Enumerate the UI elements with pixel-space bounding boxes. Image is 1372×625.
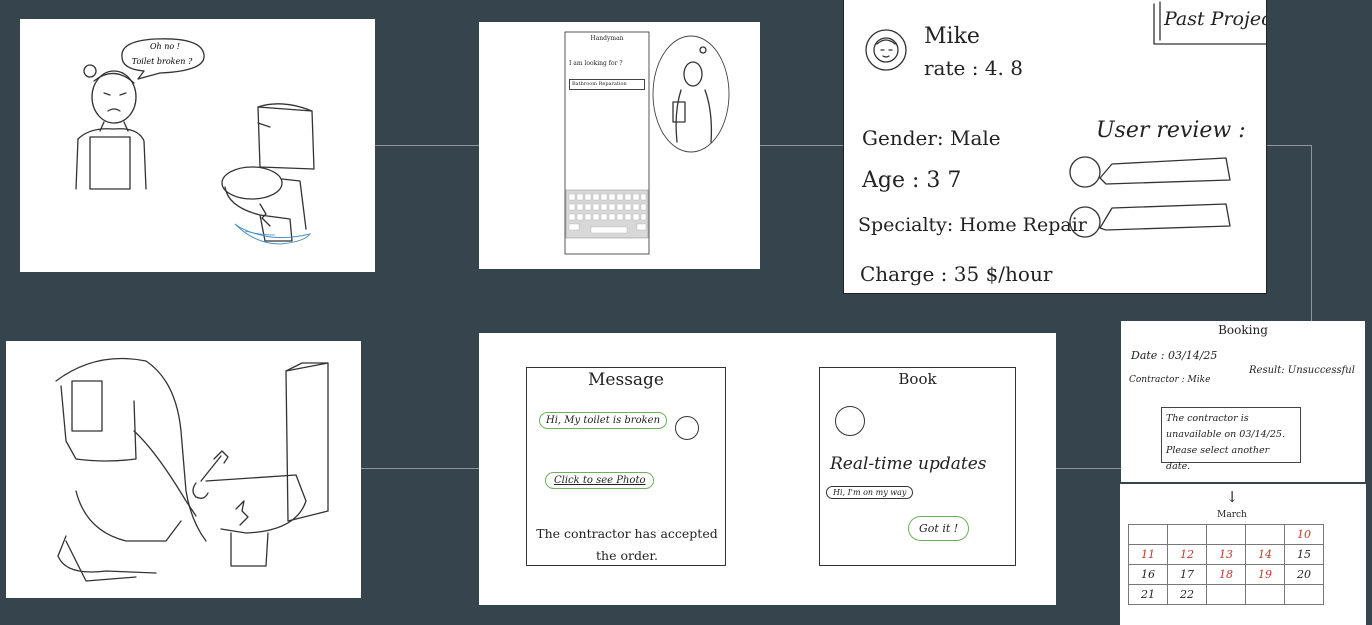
calendar-day-cell: [1167, 524, 1207, 545]
calendar-day-cell[interactable]: 14: [1245, 544, 1285, 565]
search-input[interactable]: Bathroom Reparation: [569, 79, 645, 90]
calendar-day-cell[interactable]: 13: [1206, 544, 1246, 565]
calendar-day-cell[interactable]: 21: [1128, 584, 1168, 605]
book-title: Book: [898, 370, 937, 388]
search-prompt: I am looking for ?: [569, 60, 623, 67]
app-title: Handyman: [590, 35, 624, 42]
storyboard-panel-repair: [6, 341, 361, 598]
connector-3-booking-h: [1266, 145, 1312, 146]
woman-toilet-sketch: Oh no ! Toilet broken ?: [75, 38, 315, 245]
past-projects-button[interactable]: Past Projects: [1164, 8, 1266, 30]
storyboard-panel-search: Handyman I am looking for ? Bathroom Rep…: [479, 22, 760, 269]
order-accepted-status: The contractor has accepted the order.: [536, 526, 718, 563]
storyboard-panel-communication: Message Hi, My toilet is broken Click to…: [479, 333, 1056, 605]
calendar-week-row: 10: [1128, 524, 1324, 545]
calendar-day-cell: [1245, 584, 1285, 605]
booking-title: Booking: [1218, 323, 1268, 337]
connector-2-3: [760, 145, 844, 146]
storyboard-panel-booking: Booking Date : 03/14/25 Contractor : Mik…: [1121, 321, 1365, 482]
calendar-day-cell[interactable]: 11: [1128, 544, 1168, 565]
storyboard-panel-profile: Past Projects Mike rate : 4. 8 Gender: M…: [843, 0, 1267, 294]
profile-sketch: [865, 1, 1266, 238]
contractor-charge: Charge : 35 $/hour: [860, 262, 1053, 286]
calendar-day-cell[interactable]: 18: [1206, 564, 1246, 585]
got-it-bubble: Got it !: [908, 516, 970, 541]
booking-date: Date : 03/14/25: [1131, 349, 1218, 362]
contractor-on-the-way-bubble: Hi, I'm on my way: [826, 486, 914, 499]
plumber-repair-sketch: [55, 357, 329, 582]
message-bubble-broken: Hi, My toilet is broken: [539, 412, 668, 429]
calendar-day-cell[interactable]: 12: [1167, 544, 1207, 565]
contractor-face-icon: [835, 406, 865, 436]
booking-unavailable-notice: The contractor is unavailable on 03/14/2…: [1161, 407, 1301, 472]
down-arrow-icon: ↓: [1225, 488, 1239, 506]
message-screen: Message Hi, My toilet is broken Click to…: [526, 367, 726, 566]
booking-result: Result: Unsuccessful: [1249, 365, 1355, 376]
contractor-gender: Gender: Male: [862, 126, 1001, 150]
connector-1-2: [375, 145, 479, 146]
click-to-see-photo-link[interactable]: Click to see Photo: [545, 472, 655, 489]
calendar-day-cell: [1245, 524, 1285, 545]
connector-5-booking: [1056, 468, 1121, 469]
calendar-day-cell[interactable]: 10: [1284, 524, 1324, 545]
calendar-day-cell[interactable]: 15: [1284, 544, 1324, 565]
calendar-day-cell[interactable]: 16: [1128, 564, 1168, 585]
connector-4-5: [361, 468, 479, 469]
contractor-age: Age : 3 7: [862, 168, 962, 193]
user-review-heading: User review :: [1096, 118, 1246, 143]
booking-contractor: Contractor : Mike: [1129, 375, 1211, 385]
calendar-day-cell: [1206, 584, 1246, 605]
connector-3-booking-v: [1311, 145, 1312, 333]
calendar-day-cell[interactable]: 20: [1284, 564, 1324, 585]
calendar-day-cell[interactable]: 22: [1167, 584, 1207, 605]
book-screen: Book Real-time updates Hi, I'm on my way…: [819, 367, 1016, 566]
contractor-name: Mike: [924, 24, 980, 49]
calendar-day-cell[interactable]: 17: [1167, 564, 1207, 585]
storyboard-panel-broken-toilet: Oh no ! Toilet broken ?: [20, 19, 375, 272]
contractor-specialty: Specialty: Home Repair: [858, 214, 1087, 236]
message-title: Message: [588, 370, 664, 390]
calendar-day-cell: [1284, 584, 1324, 605]
calendar-day-cell: [1206, 524, 1246, 545]
contractor-rate: rate : 4. 8: [924, 56, 1023, 80]
calendar-day-cell[interactable]: 19: [1245, 564, 1285, 585]
real-time-updates-label: Real-time updates: [830, 454, 987, 474]
bubble-line-1: Oh no !: [150, 42, 180, 51]
calendar-month: March: [1217, 510, 1247, 520]
phone-and-woman-sketch: [564, 31, 730, 255]
bubble-line-2: Toilet broken ?: [132, 57, 193, 66]
calendar-day-cell: [1128, 524, 1168, 545]
contractor-avatar-icon: [675, 416, 699, 440]
